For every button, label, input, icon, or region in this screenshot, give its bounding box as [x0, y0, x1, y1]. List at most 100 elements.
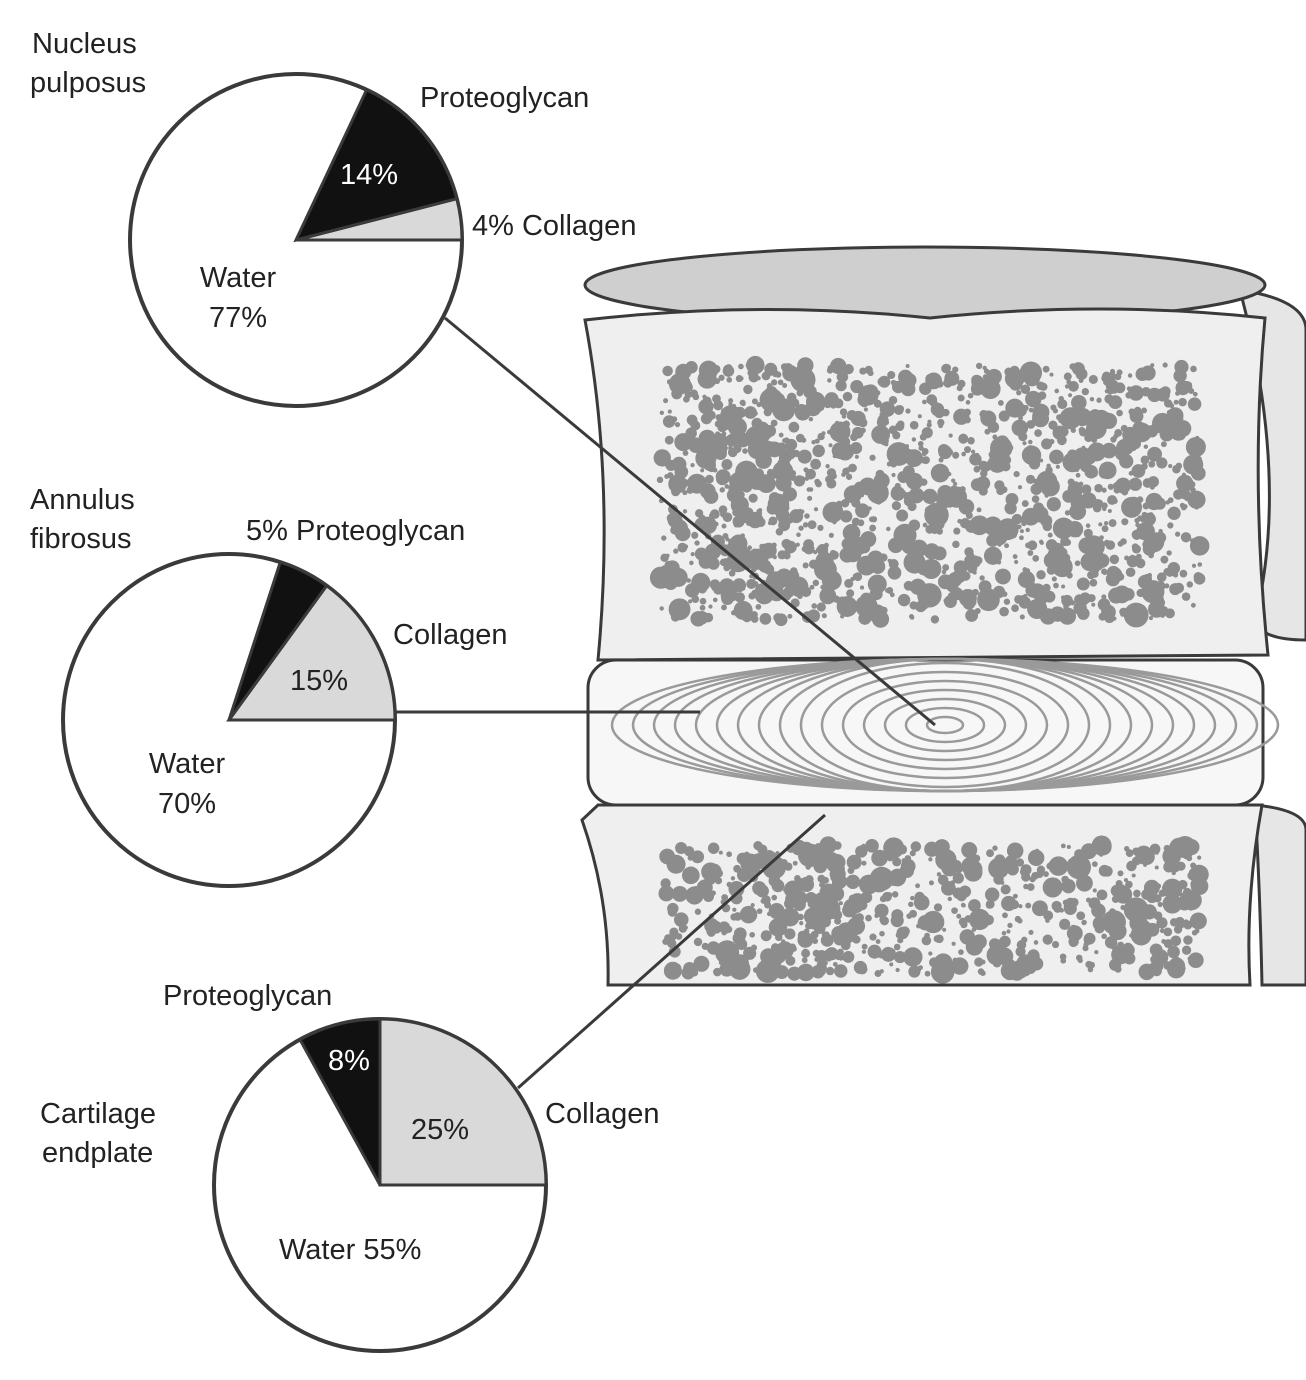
bone-speck: [950, 587, 964, 601]
bone-speck: [1083, 528, 1093, 538]
bone-speck: [1001, 930, 1007, 936]
bone-speck: [1129, 409, 1144, 423]
bone-speck: [1002, 912, 1008, 919]
bone-speck: [938, 457, 944, 463]
bone-speck: [1017, 485, 1023, 490]
bone-speck: [914, 891, 925, 903]
bone-speck: [838, 901, 843, 906]
bone-speck: [1177, 895, 1192, 911]
bone-speck: [1034, 599, 1041, 606]
bone-speck: [709, 509, 720, 520]
bone-speck: [1011, 419, 1029, 437]
bone-speck: [867, 506, 872, 511]
bone-speck: [846, 854, 862, 870]
leader-line-nucleus: [444, 316, 936, 727]
bone-speck: [1186, 581, 1194, 588]
bone-speck: [968, 899, 981, 912]
bone-speck: [986, 849, 994, 858]
bone-speck: [1175, 956, 1180, 962]
bone-speck: [815, 547, 821, 553]
bone-speck: [852, 573, 858, 578]
bone-speck: [1107, 923, 1114, 930]
bone-speck: [809, 584, 815, 590]
bone-speck: [784, 928, 796, 940]
bone-speck: [1014, 559, 1019, 565]
bone-speck: [760, 556, 765, 561]
bone-speck: [905, 363, 910, 368]
bone-speck: [728, 958, 751, 980]
bone-speck: [659, 410, 665, 415]
ring: [904, 706, 986, 744]
bone-speck: [798, 876, 815, 892]
bone-speck: [799, 476, 805, 482]
bone-speck: [768, 918, 788, 937]
bone-speck: [915, 600, 927, 613]
bone-speck: [1169, 918, 1179, 927]
bone-speck: [807, 495, 813, 501]
bone-speck: [974, 937, 983, 946]
bone-speck: [778, 432, 784, 438]
bone-speck: [828, 844, 834, 850]
bone-speck: [684, 391, 692, 399]
bone-speck: [748, 372, 759, 383]
bone-speck: [974, 485, 980, 491]
bone-speck: [1133, 606, 1146, 619]
pie2-title-line1: Annulus: [30, 484, 135, 516]
bone-speck: [788, 421, 800, 433]
bone-speck: [1042, 877, 1063, 898]
pie-slice-proteoglycan: [297, 1017, 382, 1186]
bone-speck: [733, 600, 753, 620]
bone-speck: [850, 576, 855, 582]
bone-speck: [1110, 943, 1118, 951]
bone-speck: [959, 437, 965, 443]
pie1-proteoglycan-pct: 14%: [340, 159, 399, 191]
bone-speck: [952, 872, 964, 884]
bone-speck: [1156, 457, 1168, 469]
bone-speck: [1019, 535, 1024, 541]
bone-speck: [879, 915, 888, 924]
bone-speck: [689, 560, 694, 566]
bone-speck: [1060, 533, 1069, 541]
bone-speck: [760, 930, 772, 942]
bone-speck: [1156, 917, 1168, 929]
bone-speck: [1005, 398, 1025, 418]
bone-speck: [1135, 558, 1146, 569]
bone-speck: [1156, 572, 1167, 583]
bone-speck: [1081, 919, 1087, 926]
bone-speck: [924, 970, 931, 977]
bone-speck: [1163, 961, 1172, 970]
bone-speck: [1134, 517, 1140, 524]
bone-speck: [860, 592, 873, 605]
bone-speck: [979, 575, 985, 581]
bone-speck: [1025, 583, 1041, 598]
bone-speck: [956, 913, 962, 919]
bone-speck: [1022, 441, 1027, 446]
bone-speck: [951, 488, 962, 499]
bone-speck: [722, 533, 729, 539]
bone-speck: [799, 921, 804, 926]
bone-speck: [1026, 883, 1035, 891]
bone-speck: [985, 899, 995, 909]
bone-speck: [891, 501, 901, 511]
bone-speck: [1074, 560, 1081, 567]
bone-speck: [673, 548, 679, 554]
bone-speck: [975, 362, 983, 370]
bone-speck: [1166, 550, 1172, 556]
bone-speck: [933, 935, 941, 943]
bone-speck: [993, 874, 1004, 885]
bone-speck: [832, 503, 842, 513]
bone-speck: [1173, 399, 1179, 405]
bone-speck: [1080, 843, 1097, 860]
bone-speck: [922, 910, 945, 934]
bone-speck: [1055, 464, 1060, 469]
bone-speck: [658, 885, 675, 902]
bone-speck: [826, 468, 837, 478]
bone-speck: [797, 357, 814, 374]
bone-speck: [1154, 531, 1167, 544]
bone-speck: [1109, 554, 1120, 565]
bone-speck: [751, 398, 758, 405]
bone-speck: [812, 937, 819, 944]
pie3-collagen-label: Collagen: [545, 1098, 660, 1130]
bone-speck: [673, 912, 689, 927]
bone-speck: [807, 609, 821, 623]
